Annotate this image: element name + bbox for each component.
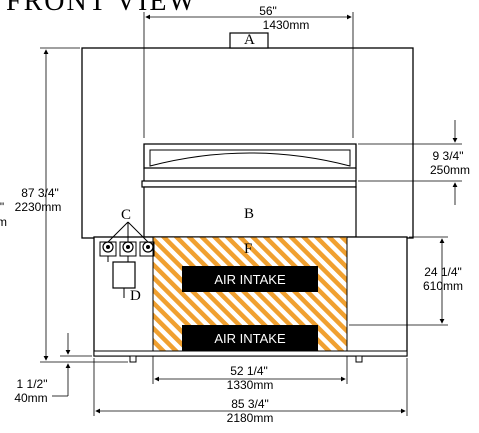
air-intake-bottom-label: AIR INTAKE <box>214 331 286 346</box>
oven-arch-opening <box>149 149 351 167</box>
label-c: C <box>121 207 131 223</box>
dim-left-partial-mm: m <box>0 215 7 229</box>
label-b: B <box>244 206 254 222</box>
base-plate <box>93 350 408 357</box>
dim-base-in: 52 1/4" <box>230 364 268 378</box>
dim-left-partial-in: " <box>0 200 4 214</box>
foot-left <box>129 355 137 363</box>
air-intake-top <box>182 266 318 292</box>
label-d: D <box>130 288 141 304</box>
air-intake-top-label: AIR INTAKE <box>214 272 286 287</box>
gas-valves-c <box>99 221 155 257</box>
flue-a <box>229 32 269 49</box>
dim-width-mm: 2180mm <box>227 411 274 425</box>
foot-right <box>355 355 363 363</box>
dim-foot-mm: 40mm <box>14 391 47 405</box>
dim-door-in: 9 3/4" <box>433 149 464 163</box>
label-a: A <box>244 32 255 48</box>
dim-base-mm: 1330mm <box>227 378 274 392</box>
dim-foot-in: 1 1/2" <box>17 377 48 391</box>
regulator-d <box>107 256 136 298</box>
dim-intake-in: 24 1/4" <box>424 265 462 279</box>
dim-door-mm: 250mm <box>430 163 470 177</box>
dim-height-mm: 2230mm <box>15 200 62 214</box>
view-title: FRONT VIEW <box>6 0 197 17</box>
panel-b <box>143 186 357 238</box>
dim-top-width-in: 56" <box>259 4 277 18</box>
dim-intake-mm: 610mm <box>423 279 463 293</box>
dim-width-in: 85 3/4" <box>231 397 269 411</box>
landing-shelf <box>141 180 357 188</box>
dim-height-in: 87 3/4" <box>21 186 59 200</box>
air-intake-bottom <box>182 325 318 351</box>
label-f: F <box>244 241 252 257</box>
dim-top-width-mm: 1430mm <box>263 18 310 32</box>
